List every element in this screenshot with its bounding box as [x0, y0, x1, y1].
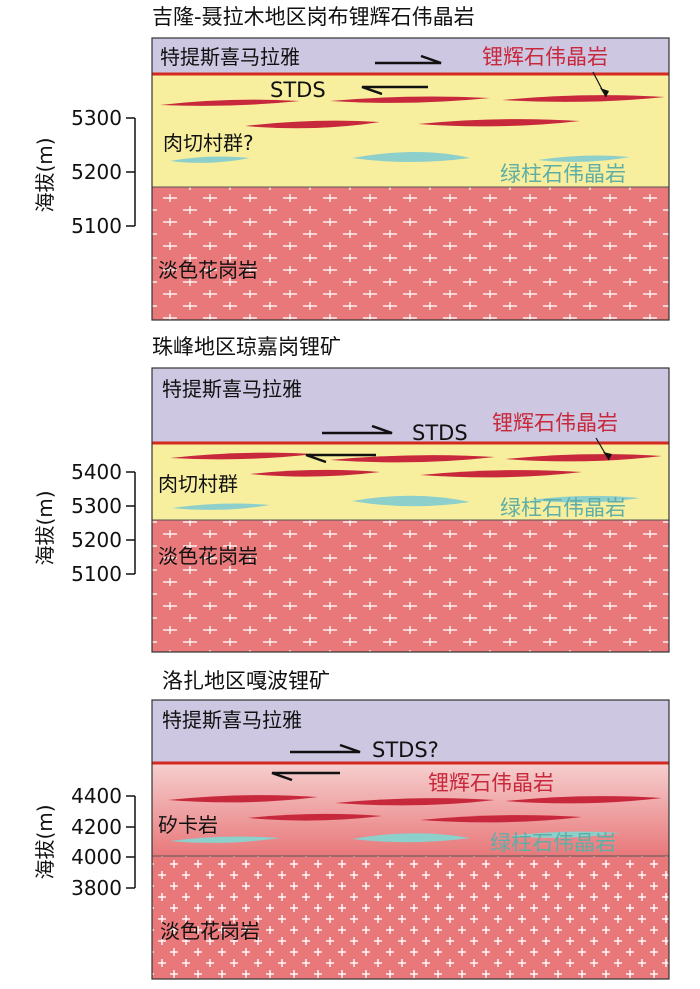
panel-1-spodumene-lens	[160, 99, 300, 106]
panel-1: 吉隆-聂拉木地区岗布锂辉石伟晶岩 STDS 特提斯喜马拉雅 肉切村群? 淡色花岗…	[33, 5, 670, 321]
panel-1-spodumene-lens	[418, 119, 580, 127]
panel-1-y-axis: 5300 5200 5100 海拔(m)	[33, 106, 136, 238]
panel-3-tethys-layer	[152, 700, 669, 763]
panel-3: 洛扎地区嘎波锂矿 STDS? 特提斯喜马拉雅 矽卡岩 淡色花岗岩 锂辉石伟晶岩 …	[33, 669, 670, 980]
panel-2-fault-arrows	[305, 424, 393, 464]
panel-3-beryl-lens	[352, 833, 470, 843]
panel-2-tick-label: 5400	[71, 460, 122, 484]
panel-3-tick-label: 4200	[71, 815, 122, 839]
panel-1-tethys-layer	[152, 38, 669, 74]
panel-2-title: 珠峰地区琼嘉岗锂矿	[152, 335, 341, 359]
panel-1-frame	[151, 37, 670, 321]
panel-3-spodumene-lens	[505, 796, 662, 804]
panel-2-beryl-lens	[530, 495, 640, 503]
panel-2-beryl-label: 绿柱石伟晶岩	[500, 496, 626, 520]
panel-2-top-unit-label: 特提斯喜马拉雅	[162, 377, 302, 401]
panel-3-tick-label: 4400	[71, 784, 122, 808]
panel-3-y-axis-label: 海拔(m)	[33, 804, 57, 879]
panel-1-y-axis-label: 海拔(m)	[33, 137, 57, 212]
panel-1-stds-label: STDS	[270, 78, 326, 102]
panel-3-tick-label: 4000	[71, 845, 122, 869]
panel-2-tick-label: 5100	[71, 562, 122, 586]
panel-1-spodumene-lens	[330, 96, 490, 103]
panel-2-beryl-lens	[172, 503, 270, 510]
panel-1-beryl-lens	[170, 156, 250, 163]
panel-3-spodumene-lens	[168, 795, 318, 803]
panel-1-tick-label: 5100	[71, 214, 122, 238]
panel-2-beryl-lens	[352, 495, 470, 507]
panel-1-rouqiecun-layer	[152, 74, 669, 187]
panel-2-spodumene-label: 锂辉石伟晶岩	[492, 411, 618, 435]
panel-2-bottom-unit-label: 淡色花岗岩	[158, 544, 258, 568]
panel-3-frame	[151, 699, 670, 980]
panel-2: 珠峰地区琼嘉岗锂矿 STDS 特提斯喜马拉雅 肉切村群 淡色花岗岩 锂辉石伟晶岩…	[33, 335, 670, 653]
panel-2-tethys-layer	[152, 368, 669, 443]
panel-3-title: 洛扎地区嘎波锂矿	[162, 669, 330, 693]
panel-2-spodumene-lens	[250, 469, 380, 477]
panel-3-beryl-label: 绿柱石伟晶岩	[490, 831, 616, 855]
panel-2-middle-unit-label: 肉切村群	[158, 472, 238, 496]
panel-3-stds-label: STDS?	[372, 738, 439, 762]
panel-3-spodumene-label: 锂辉石伟晶岩	[428, 771, 554, 795]
panel-1-top-unit-label: 特提斯喜马拉雅	[160, 45, 300, 69]
panel-2-spodumene-lens	[170, 452, 315, 460]
panel-2-tick-label: 5200	[71, 528, 122, 552]
panel-1-beryl-label: 绿柱石伟晶岩	[500, 162, 626, 186]
panel-1-spodumene-lens	[502, 95, 665, 102]
panel-1-middle-unit-label: 肉切村群?	[163, 131, 254, 155]
panel-2-stds-label: STDS	[412, 421, 468, 445]
panel-3-tick-label: 3800	[71, 876, 122, 900]
panel-1-fault-arrows	[361, 54, 442, 96]
panel-1-beryl-lens	[352, 152, 470, 162]
panel-2-frame	[151, 367, 670, 653]
panel-3-middle-unit-label: 矽卡岩	[158, 813, 218, 837]
panel-3-top-unit-label: 特提斯喜马拉雅	[162, 708, 302, 732]
panel-3-y-axis: 4400 4200 4000 3800 海拔(m)	[33, 784, 136, 900]
panel-1-tick-label: 5300	[71, 106, 122, 130]
panel-3-fault-arrows	[271, 743, 361, 782]
panel-1-spodumene-lens	[245, 120, 380, 129]
panel-1-title: 吉隆-聂拉木地区岗布锂辉石伟晶岩	[152, 5, 475, 29]
panel-1-tick-label: 5200	[71, 160, 122, 184]
panel-1-spodumene-label: 锂辉石伟晶岩	[482, 45, 608, 69]
panel-1-bottom-unit-label: 淡色花岗岩	[158, 258, 258, 282]
panel-3-bottom-unit-label: 淡色花岗岩	[160, 919, 260, 943]
panel-2-y-axis-label: 海拔(m)	[33, 490, 57, 565]
panel-2-tick-label: 5300	[71, 494, 122, 518]
panel-2-spodumene-lens	[505, 454, 662, 462]
panel-1-beryl-lens	[538, 155, 630, 162]
panel-3-spodumene-lens	[420, 815, 582, 823]
panel-3-spodumene-lens	[335, 798, 495, 806]
panel-3-beryl-lens	[170, 836, 280, 843]
panel-2-spodumene-lens	[420, 470, 582, 478]
panel-3-spodumene-lens	[248, 813, 382, 821]
panel-2-spodumene-lens	[330, 455, 495, 463]
panel-3-beryl-lens	[510, 831, 620, 838]
panel-2-y-axis: 5400 5300 5200 5100 海拔(m)	[33, 460, 136, 586]
